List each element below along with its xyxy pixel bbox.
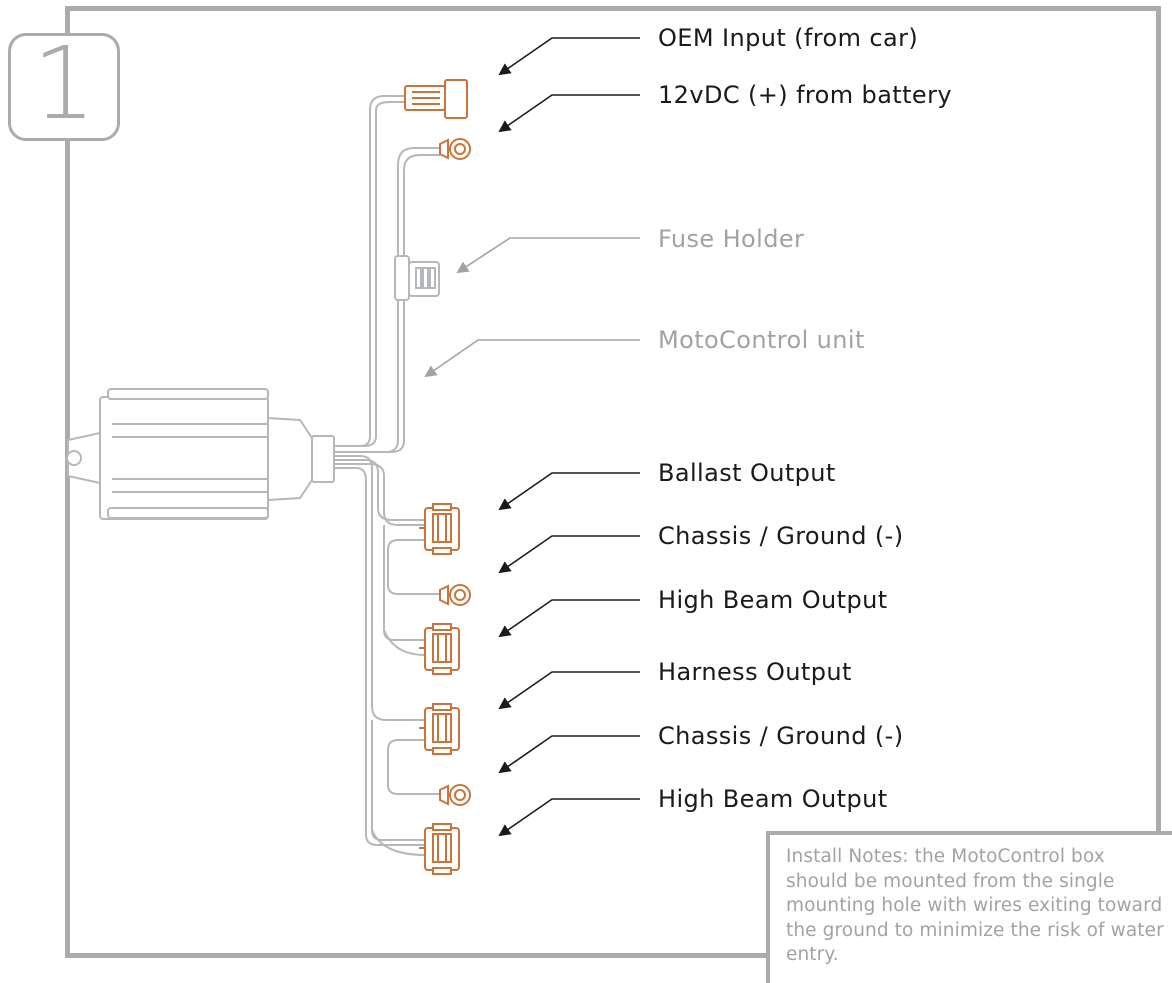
arrow-harness bbox=[498, 671, 640, 710]
label-battery: 12vDC (+) from battery bbox=[658, 81, 952, 109]
arrow-oem-input bbox=[498, 37, 640, 76]
install-notes: Install Notes: the MotoControl box shoul… bbox=[766, 831, 1172, 983]
arrow-chassis-2 bbox=[498, 735, 640, 774]
label-high-beam-2: High Beam Output bbox=[658, 785, 888, 813]
label-high-beam-1: High Beam Output bbox=[658, 586, 888, 614]
label-fuse-holder: Fuse Holder bbox=[658, 225, 805, 253]
label-ballast-output: Ballast Output bbox=[658, 459, 836, 487]
label-harness-output: Harness Output bbox=[658, 658, 852, 686]
diagram-frame bbox=[65, 6, 1161, 958]
output-connectors bbox=[419, 503, 460, 875]
label-unit: MotoControl unit bbox=[658, 326, 865, 354]
arrow-chassis-1 bbox=[498, 535, 640, 574]
arrow-high-beam-1 bbox=[498, 599, 640, 638]
label-oem-input: OEM Input (from car) bbox=[658, 24, 919, 52]
arrow-fuse-holder bbox=[456, 237, 640, 274]
arrow-high-beam-2 bbox=[498, 798, 640, 837]
arrow-ballast bbox=[498, 472, 640, 511]
arrow-unit bbox=[424, 339, 640, 378]
label-chassis-ground-2: Chassis / Ground (-) bbox=[658, 722, 904, 750]
ring-terminals bbox=[439, 138, 471, 806]
wires bbox=[334, 95, 440, 856]
motocontrol-box bbox=[66, 388, 335, 520]
fuse-holder bbox=[394, 255, 440, 301]
step-number: 1 bbox=[32, 25, 96, 142]
step-badge: 1 bbox=[8, 33, 120, 141]
label-chassis-ground-1: Chassis / Ground (-) bbox=[658, 522, 904, 550]
oem-input-connector bbox=[404, 79, 468, 119]
arrow-battery bbox=[498, 94, 640, 133]
